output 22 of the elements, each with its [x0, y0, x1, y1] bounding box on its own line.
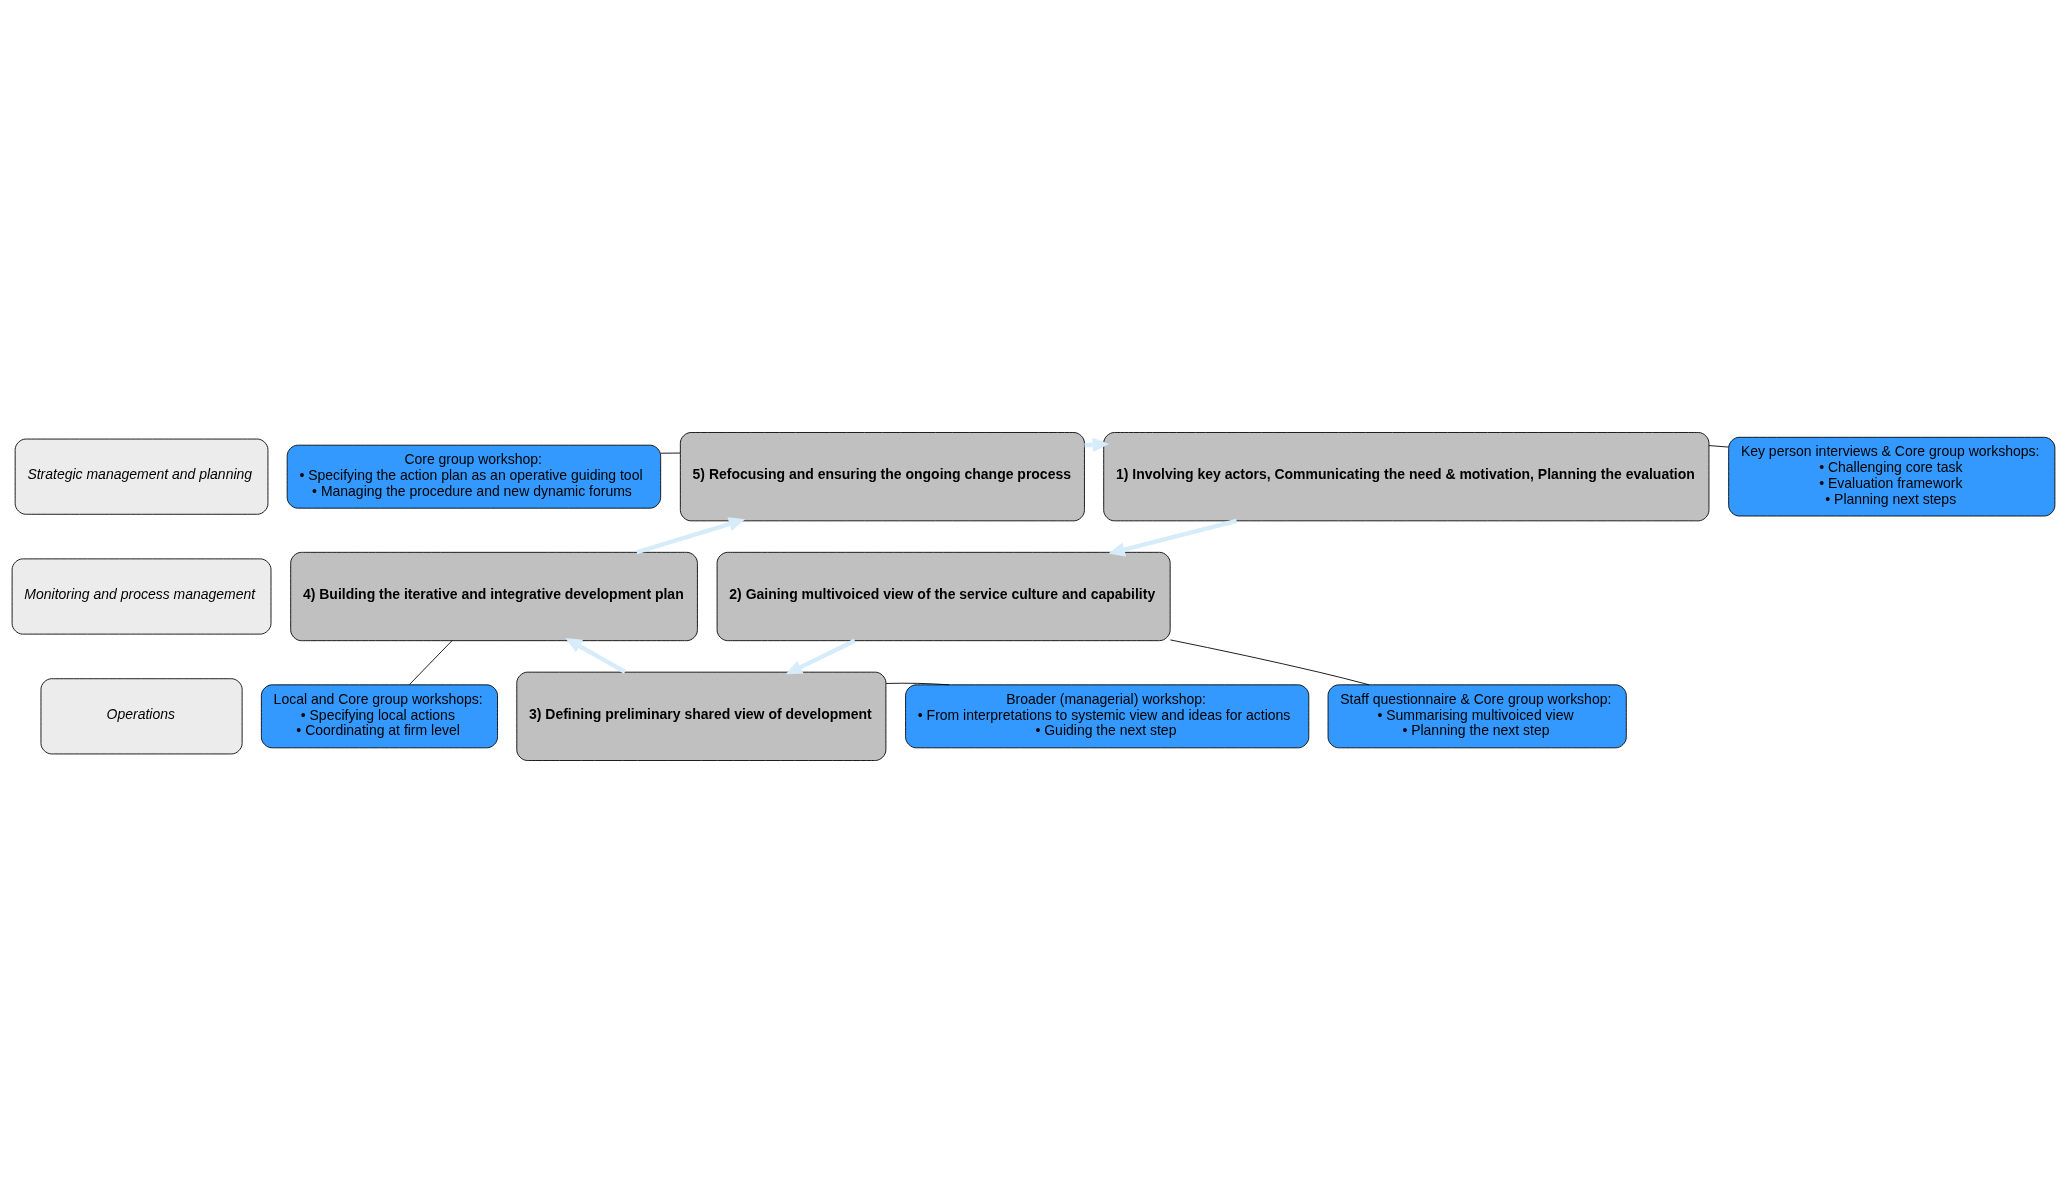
- connector: [660, 452, 681, 454]
- node-box: Core group workshop: • Specifying the action plan as an operative guiding tool • Managing the procedure and new dynamic forums: [286, 444, 662, 509]
- node-box: 2) Gaining multivoiced view of the service culture and capability: [716, 551, 1171, 641]
- node-box: 4) Building the iterative and integrative development plan: [290, 551, 698, 641]
- node-box: Key person interviews & Core group workshops: • Challenging core task • Evaluation framework • Planning next steps: [1728, 436, 2056, 516]
- connector: [1708, 444, 1729, 447]
- arrow: [565, 637, 627, 674]
- node-box: 5) Refocusing and ensuring the ongoing change process: [679, 431, 1085, 521]
- connector: [1169, 638, 1370, 685]
- node-box: 1) Involving key actors, Communicating the need & motivation, Planning the evaluation: [1103, 431, 1710, 521]
- arrow: [636, 516, 746, 554]
- connector: [885, 682, 950, 685]
- arrow: [785, 638, 856, 674]
- connector: [408, 639, 453, 685]
- node-box: Broader (managerial) workshop: • From interpretations to systemic view and ideas for actions • Guiding the next step: [905, 683, 1310, 748]
- node-box: Local and Core group workshops: • Specifying local actions • Coordinating at firm level: [260, 683, 498, 748]
- node-box: Strategic management and planning: [14, 438, 269, 515]
- node-box: Monitoring and process management: [11, 557, 272, 635]
- node-box: 3) Defining preliminary shared view of development: [516, 671, 887, 761]
- node-box: Staff questionnaire & Core group workshop: • Summarising multivoiced view • Planning the next step: [1327, 683, 1627, 748]
- arrow: [1108, 518, 1238, 556]
- node-box: Operations: [40, 677, 243, 754]
